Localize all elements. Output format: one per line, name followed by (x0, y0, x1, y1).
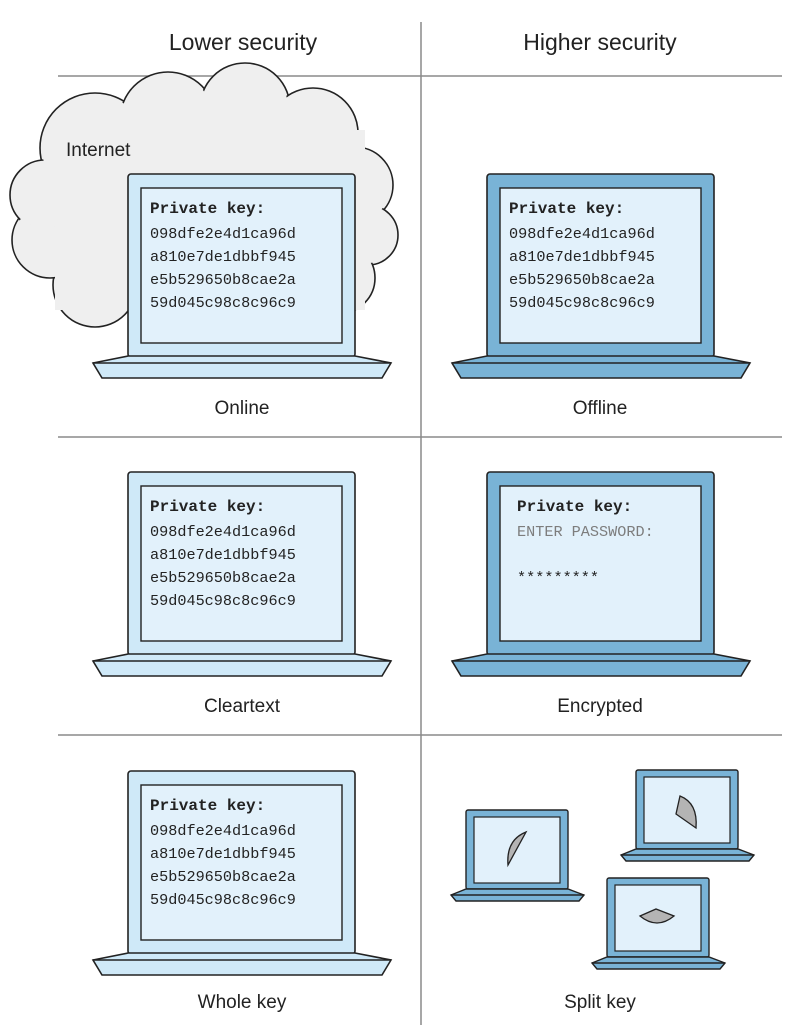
laptop-whole-key: Private key: 098dfe2e4d1ca96d a810e7de1d… (91, 770, 393, 976)
key-fragment-icon (507, 830, 528, 868)
masked-password: ********* (517, 569, 599, 587)
key-line-2: a810e7de1dbbf945 (150, 546, 296, 564)
key-line-4: 59d045c98c8c96c9 (150, 592, 296, 610)
key-title: Private key: (150, 498, 265, 516)
password-prompt: ENTER PASSWORD: (517, 523, 654, 541)
caption-cleartext: Cleartext (204, 696, 281, 717)
internet-cloud: Internet (9, 62, 399, 341)
header-higher-security: Higher security (523, 29, 677, 55)
key-line-3: e5b529650b8cae2a (150, 271, 296, 289)
laptop-online: Private key: 098dfe2e4d1ca96d a810e7de1d… (91, 173, 393, 379)
caption-encrypted: Encrypted (557, 696, 643, 717)
header-lower-security: Lower security (169, 29, 318, 55)
key-line-4: 59d045c98c8c96c9 (150, 891, 296, 909)
key-line-2: a810e7de1dbbf945 (150, 845, 296, 863)
key-line-3: e5b529650b8cae2a (150, 569, 296, 587)
laptop-fragment-b (619, 769, 756, 862)
key-title: Private key: (150, 797, 265, 815)
key-title: Private key: (509, 200, 624, 218)
caption-whole-key: Whole key (198, 992, 287, 1013)
internet-label: Internet (66, 140, 131, 161)
laptop-encrypted: Private key: ENTER PASSWORD: ********* (450, 471, 752, 677)
laptop-fragment-c (590, 877, 727, 970)
key-line-3: e5b529650b8cae2a (150, 868, 296, 886)
key-title: Private key: (150, 200, 265, 218)
key-line-2: a810e7de1dbbf945 (509, 248, 655, 266)
key-fragment-icon (638, 908, 676, 924)
laptop-offline: Private key: 098dfe2e4d1ca96d a810e7de1d… (450, 173, 752, 379)
key-line-2: a810e7de1dbbf945 (150, 248, 296, 266)
key-line-3: e5b529650b8cae2a (509, 271, 655, 289)
key-fragment-icon (675, 795, 697, 830)
laptop-fragment-a (449, 809, 586, 902)
key-line-1: 098dfe2e4d1ca96d (150, 225, 296, 243)
caption-offline: Offline (573, 398, 628, 419)
key-line-1: 098dfe2e4d1ca96d (150, 523, 296, 541)
key-line-1: 098dfe2e4d1ca96d (509, 225, 655, 243)
split-key-laptops (449, 769, 756, 970)
key-title: Private key: (517, 498, 632, 516)
caption-online: Online (215, 398, 270, 419)
caption-split-key: Split key (564, 992, 636, 1013)
key-line-4: 59d045c98c8c96c9 (509, 294, 655, 312)
key-line-1: 098dfe2e4d1ca96d (150, 822, 296, 840)
key-line-4: 59d045c98c8c96c9 (150, 294, 296, 312)
laptop-cleartext: Private key: 098dfe2e4d1ca96d a810e7de1d… (91, 471, 393, 677)
